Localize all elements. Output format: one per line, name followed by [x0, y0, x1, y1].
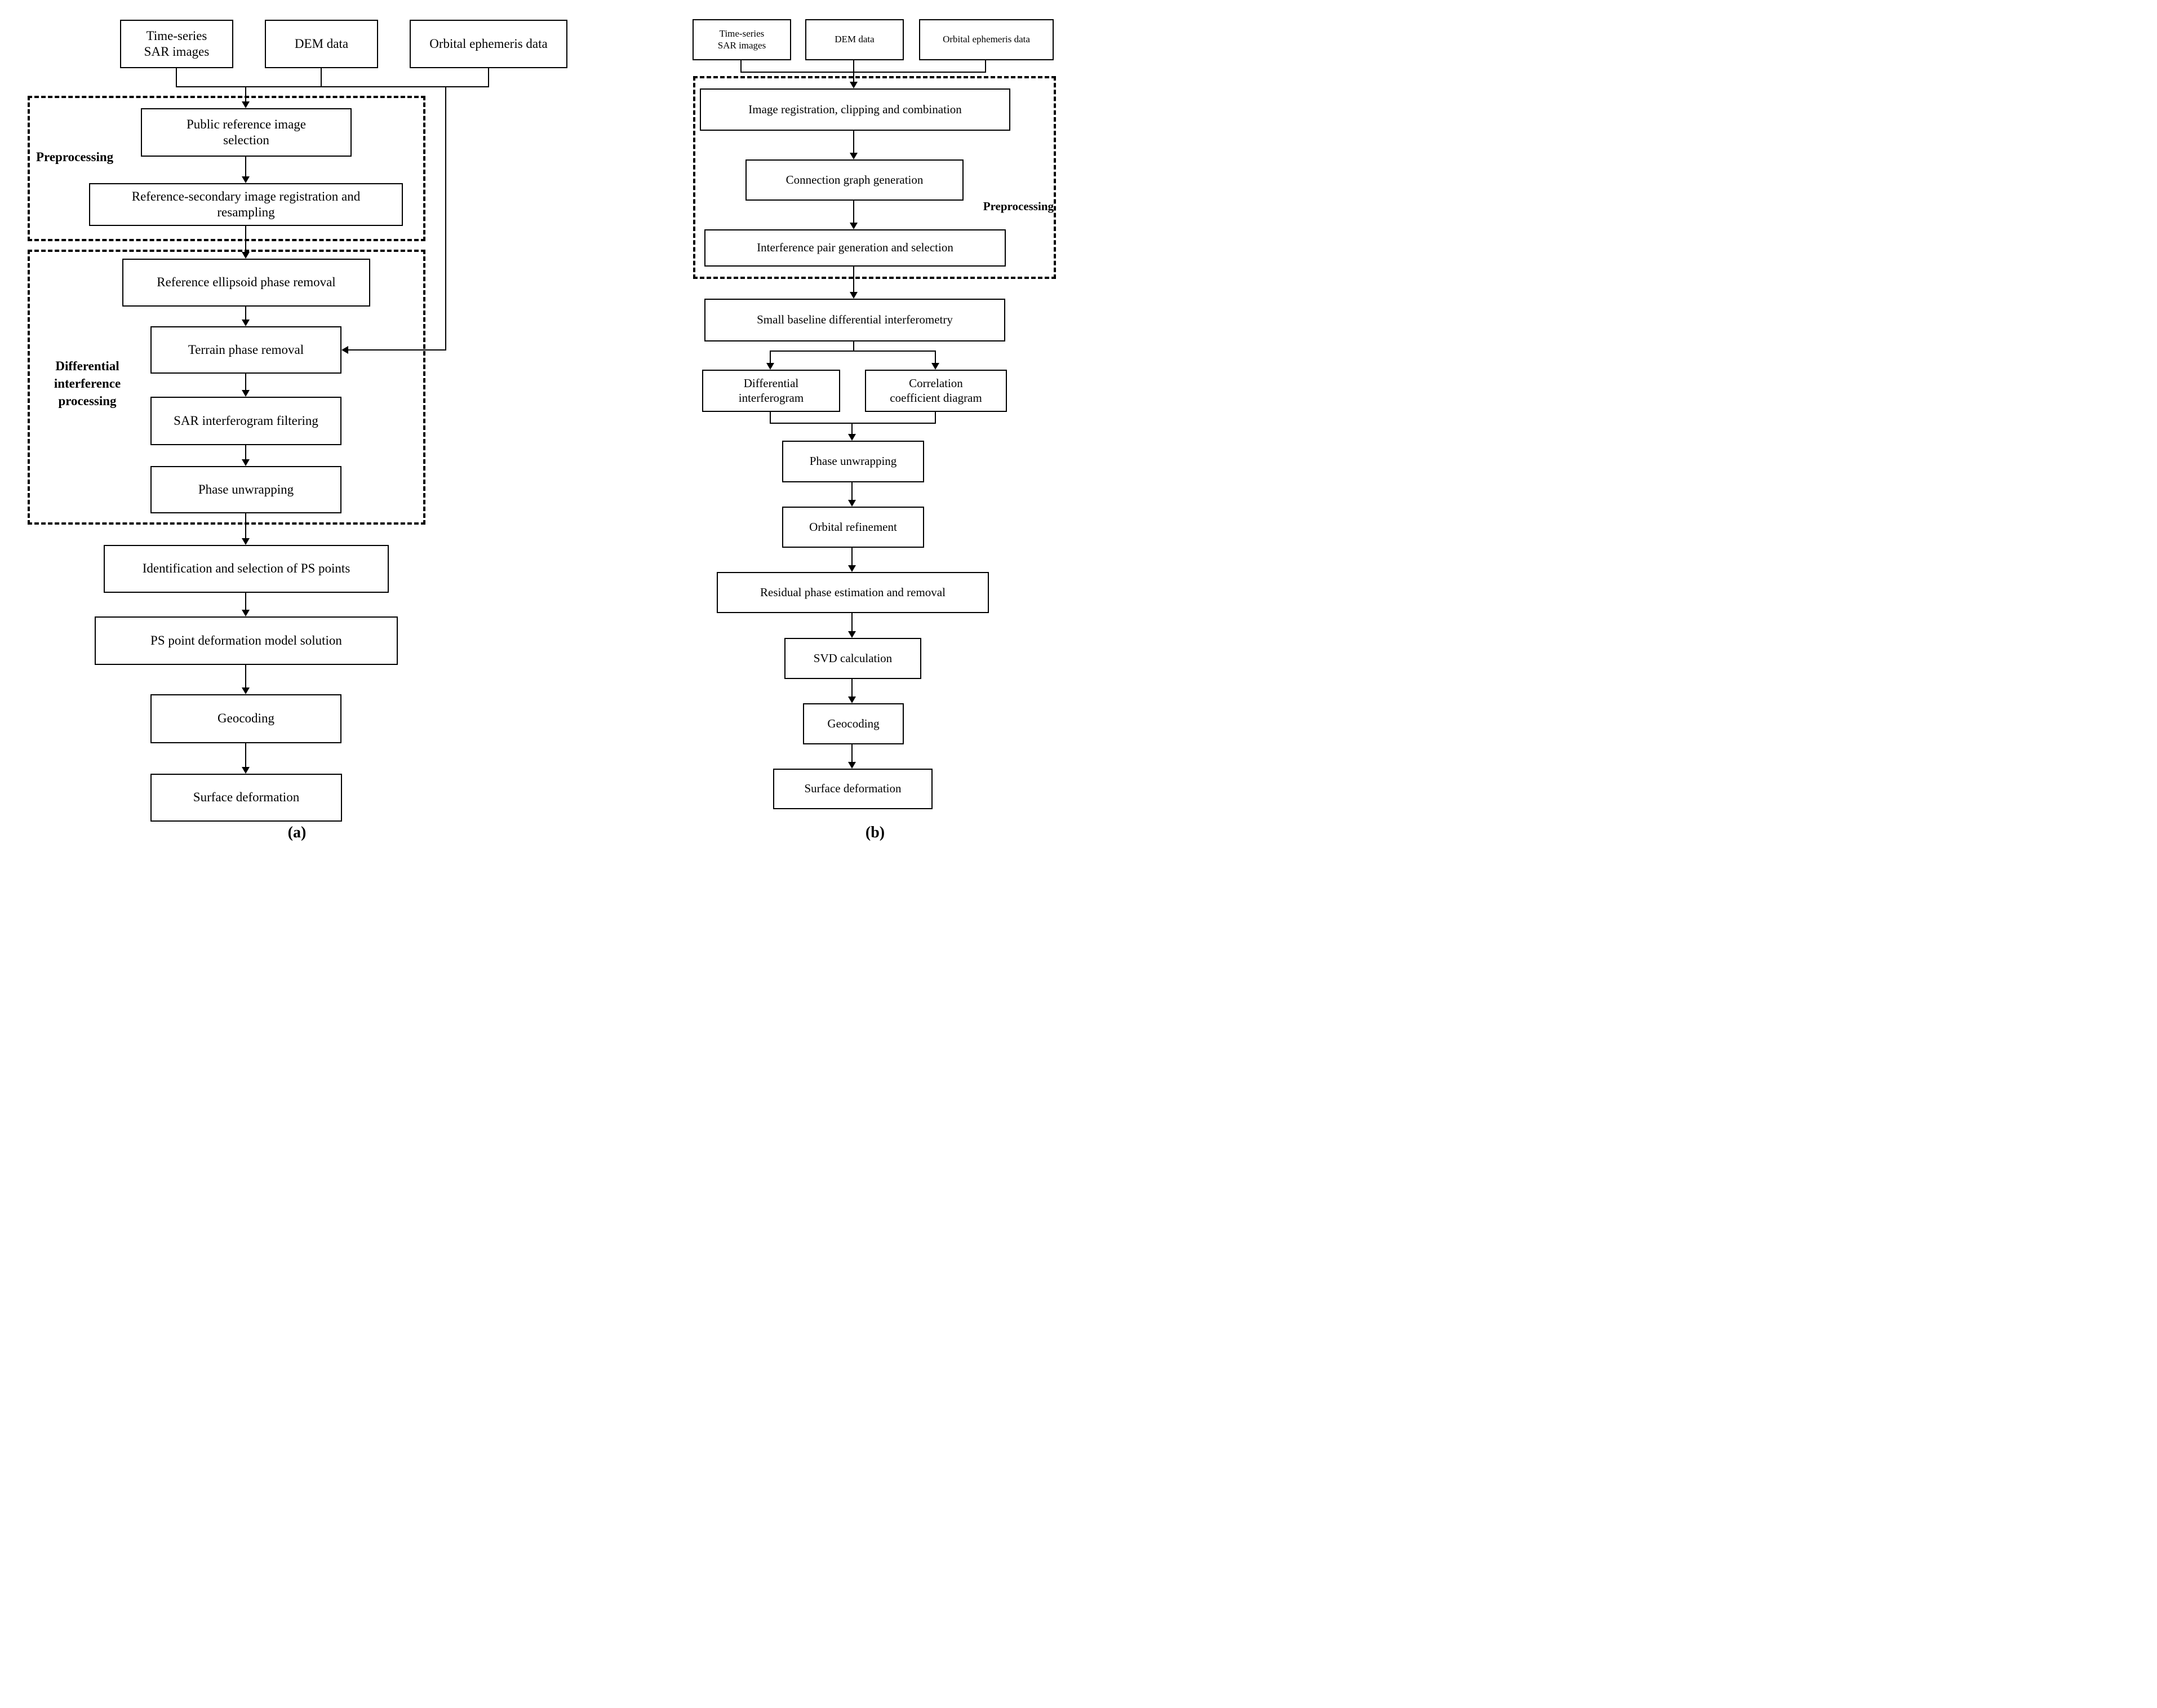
box-terrain-phase-removal: Terrain phase removal — [150, 326, 341, 374]
box-public-reference-image-selection: Public reference image selection — [141, 108, 352, 157]
connector-b-ts-drop — [740, 60, 742, 72]
arrow-left-icon — [341, 346, 348, 354]
box-correlation-coefficient-diagram: Correlation coefficient diagram — [865, 370, 1007, 412]
box-orbital-refinement: Orbital refinement — [782, 507, 924, 548]
connector-b-dem-drop — [853, 60, 854, 72]
connector-a-geocoding-to-surface — [245, 743, 246, 768]
arrow-down-icon — [848, 434, 856, 441]
box-small-baseline-interferometry: Small baseline differential interferomet… — [704, 299, 1005, 341]
connector-a-ellipsoid-to-terrain — [245, 307, 246, 320]
arrow-down-icon — [850, 292, 858, 299]
box-interference-pair-generation: Interference pair generation and selecti… — [704, 229, 1006, 267]
connector-b-pairs-to-smallbaseline — [853, 267, 854, 292]
arrow-down-icon — [848, 500, 856, 507]
group-preprocessing-b — [693, 76, 1056, 279]
box-ps-deformation-model: PS point deformation model solution — [95, 616, 398, 665]
flowchart-figure: Time-series SAR images DEM data Orbital … — [0, 0, 1078, 854]
box-ps-identification: Identification and selection of PS point… — [104, 545, 389, 593]
connector-a-refsec-to-ellipsoid — [245, 226, 246, 252]
label-differential-interference: Differential interference processing — [54, 359, 121, 409]
caption-panel-a: (a) — [287, 824, 307, 841]
group-differential-interference — [28, 250, 425, 525]
arrow-down-icon — [931, 363, 939, 370]
connector-b-split-stem — [853, 341, 854, 352]
connector-a-orb-drop — [488, 68, 489, 87]
connector-b-orb-drop — [985, 60, 986, 72]
connector-b-svd-to-geocoding — [851, 679, 853, 697]
connector-a-ident-to-model — [245, 593, 246, 610]
box-phase-unwrapping-a: Phase unwrapping — [150, 466, 341, 513]
box-image-registration-clipping: Image registration, clipping and combina… — [700, 88, 1010, 131]
arrow-down-icon — [848, 696, 856, 703]
arrow-down-icon — [242, 176, 250, 183]
box-svd-calculation: SVD calculation — [784, 638, 921, 679]
box-time-series-sar-images-b: Time-series SAR images — [693, 19, 791, 60]
connector-b-split-left-drop — [770, 351, 771, 363]
connector-b-orbref-to-residual — [851, 548, 853, 566]
box-geocoding-a: Geocoding — [150, 694, 341, 743]
group-preprocessing-a — [28, 96, 425, 241]
box-dem-data-b: DEM data — [805, 19, 904, 60]
box-differential-interferogram: Differential interferogram — [702, 370, 840, 412]
arrow-down-icon — [848, 631, 856, 638]
connector-b-registration-to-graph — [853, 131, 854, 153]
arrow-down-icon — [850, 223, 858, 229]
box-phase-unwrapping-b: Phase unwrapping — [782, 441, 924, 482]
box-orbital-ephemeris-data-a: Orbital ephemeris data — [410, 20, 567, 68]
arrow-down-icon — [242, 538, 250, 545]
connector-b-geocoding-to-surface — [851, 744, 853, 762]
arrow-down-icon — [242, 101, 250, 108]
arrow-down-icon — [242, 610, 250, 616]
arrow-down-icon — [242, 687, 250, 694]
arrow-down-icon — [848, 565, 856, 572]
arrow-down-icon — [766, 363, 774, 370]
connector-a-model-to-geocoding — [245, 665, 246, 688]
connector-a-terrain-to-sar — [245, 374, 246, 391]
arrow-down-icon — [242, 252, 250, 259]
label-preprocessing-a: Preprocessing — [36, 150, 114, 164]
box-time-series-sar-images-a: Time-series SAR images — [120, 20, 233, 68]
arrow-down-icon — [850, 153, 858, 159]
connector-a-public-to-refsec — [245, 157, 246, 177]
caption-panel-b: (b) — [865, 824, 885, 841]
connector-a-bus — [176, 86, 489, 87]
box-geocoding-b: Geocoding — [803, 703, 904, 744]
connector-b-merge-bar — [770, 423, 936, 424]
connector-b-merge-right — [935, 412, 936, 424]
arrow-down-icon — [242, 320, 250, 326]
connector-b-phase-to-orbref — [851, 482, 853, 500]
box-surface-deformation-a: Surface deformation — [150, 774, 342, 822]
connector-b-split-right-drop — [935, 351, 936, 363]
box-sar-interferogram-filtering: SAR interferogram filtering — [150, 397, 341, 445]
arrow-down-icon — [242, 459, 250, 466]
connector-a-ts-drop — [176, 68, 177, 87]
box-residual-phase-estimation: Residual phase estimation and removal — [717, 572, 989, 613]
label-preprocessing-b: Preprocessing — [983, 199, 1054, 213]
box-orbital-ephemeris-data-b: Orbital ephemeris data — [919, 19, 1054, 60]
connector-a-sar-to-phase — [245, 445, 246, 460]
connector-a-dem-drop — [321, 68, 322, 87]
box-dem-data-a: DEM data — [265, 20, 378, 68]
connector-a-phase-to-ident — [245, 513, 246, 539]
box-connection-graph-generation: Connection graph generation — [745, 159, 964, 201]
connector-b-merge-left — [770, 412, 771, 424]
connector-b-graph-to-pairs — [853, 201, 854, 223]
connector-b-residual-to-svd — [851, 613, 853, 632]
connector-a-bus-to-public — [245, 86, 246, 102]
connector-b-split-bar — [770, 351, 936, 352]
arrow-down-icon — [242, 390, 250, 397]
arrow-down-icon — [848, 762, 856, 769]
box-reference-secondary-registration: Reference-secondary image registration a… — [89, 183, 403, 226]
arrow-down-icon — [850, 82, 858, 88]
arrow-down-icon — [242, 767, 250, 774]
connector-b-bus — [740, 72, 986, 73]
connector-a-orbital-feed-vertical — [445, 86, 446, 351]
box-surface-deformation-b: Surface deformation — [773, 769, 933, 809]
connector-a-orbital-feed-horizontal — [348, 349, 446, 351]
connector-b-merge-stem — [851, 423, 853, 434]
box-reference-ellipsoid-phase-removal: Reference ellipsoid phase removal — [122, 259, 370, 307]
